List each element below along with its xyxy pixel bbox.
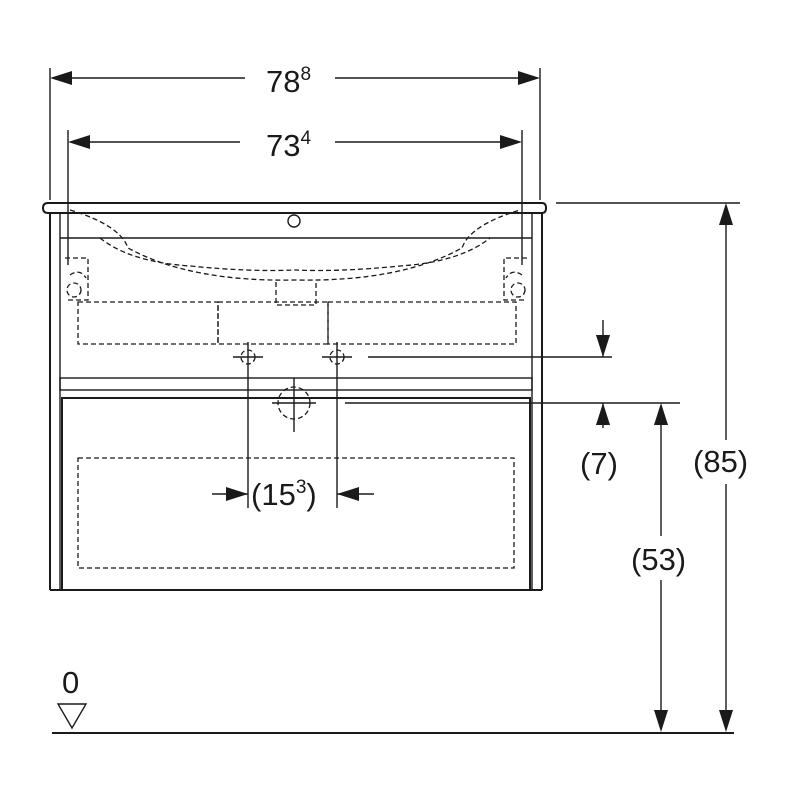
drawer-interior (77, 457, 515, 569)
upper-compartment-mid (217, 301, 329, 345)
right-connector (503, 257, 527, 301)
overall-width-value: 78 (266, 64, 300, 99)
vanity-unit (41, 202, 548, 591)
drain-spacing-sup: 3 (296, 477, 307, 498)
basin-width-dimension: 734 (67, 128, 523, 265)
floor-level-label: 0 (62, 665, 79, 700)
supply-marker-right (322, 342, 352, 372)
overflow-hole (287, 214, 301, 228)
floor-level-symbol (56, 703, 88, 730)
basin-width-value: 73 (266, 128, 300, 163)
drawer-height-dimension: (53) (618, 403, 702, 732)
drain-offset-value: (7) (580, 446, 618, 481)
floor-level: 0 (52, 665, 734, 734)
basin-bowl-inner (99, 237, 491, 272)
overall-width-dimension: 788 (49, 64, 541, 200)
hidden-basin (65, 209, 527, 569)
drain-offset-dimension: (7) (345, 320, 680, 481)
left-connector-knob (66, 282, 82, 298)
basin-width-sup: 4 (300, 128, 311, 149)
drain-spacing-dimension: (153) (212, 372, 374, 512)
supply-markers (233, 342, 352, 432)
svg-text:788: 788 (266, 64, 311, 99)
svg-text:(153): (153) (251, 477, 317, 512)
drain-spacing-close: ) (306, 477, 316, 512)
upper-compartment-right (327, 301, 517, 345)
drain-marker (272, 378, 316, 432)
svg-text:734: 734 (266, 128, 311, 163)
basin-bowl-outer (69, 209, 521, 281)
divider-rail (59, 377, 533, 391)
right-connector-knob (510, 282, 526, 298)
upper-compartment-left (77, 301, 219, 345)
total-height-dimension: (85) (556, 202, 768, 732)
left-connector (65, 257, 89, 301)
total-height-value: (85) (693, 444, 748, 479)
supply-marker-left (233, 342, 263, 372)
basin-rim (41, 202, 548, 214)
overall-width-sup: 8 (300, 64, 311, 85)
drawer-height-value: (53) (631, 542, 686, 577)
siphon-body (275, 282, 317, 306)
drain-spacing-open: (15 (251, 477, 296, 512)
